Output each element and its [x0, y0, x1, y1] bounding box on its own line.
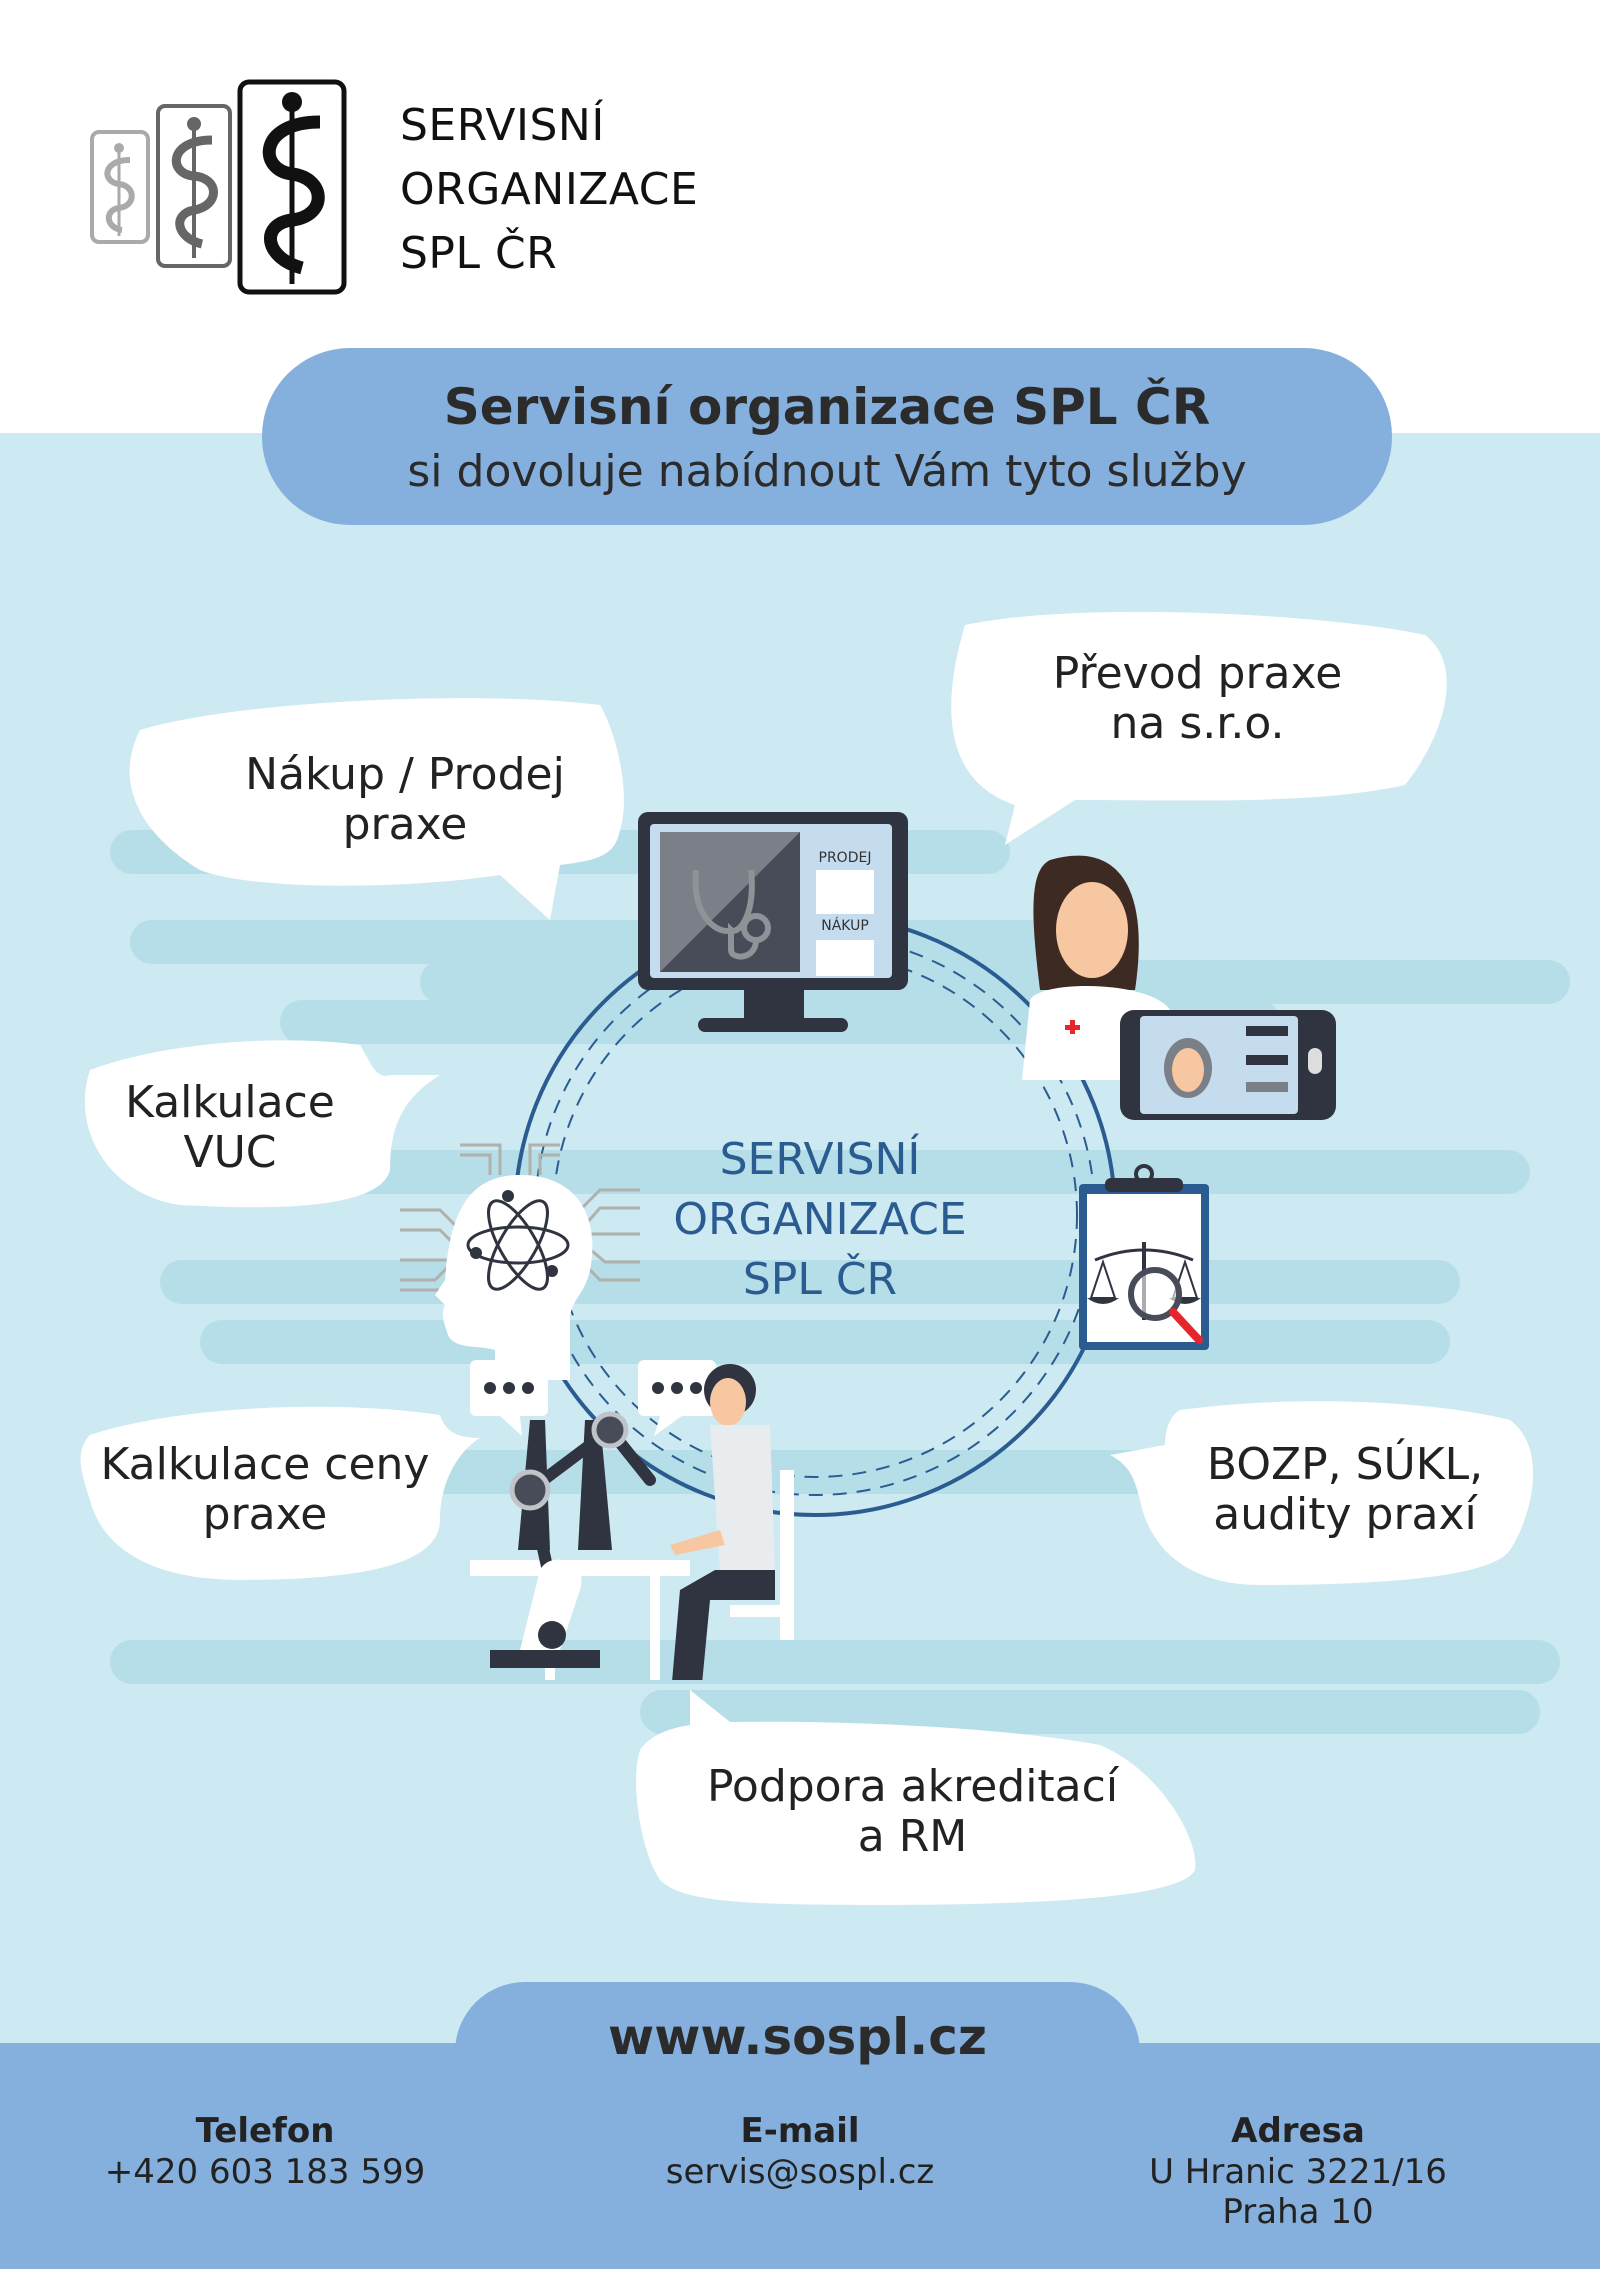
service-bubble[interactable]: Podpora akreditací a RM [620, 1680, 1205, 1910]
phone-icon [1120, 1010, 1336, 1120]
workspace-illustration [470, 1360, 794, 1680]
center-title-line: ORGANIZACE [673, 1194, 967, 1245]
speech-bubble-shape [1110, 1401, 1534, 1585]
service-bubble[interactable]: BOZP, SÚKL, audity praxí [1110, 1390, 1540, 1590]
service-bubble[interactable]: Kalkulace VUC [70, 1030, 450, 1220]
service-bubble[interactable]: Kalkulace ceny praxe [60, 1390, 490, 1585]
service-label-line: Kalkulace [125, 1077, 335, 1128]
phone-label: Telefon [195, 2111, 335, 2151]
footer-phone: Telefon +420 603 183 599 [35, 2110, 495, 2192]
center-title: SERVISNÍ ORGANIZACE SPL ČR [640, 1130, 1000, 1310]
email-label: E-mail [740, 2111, 860, 2151]
speech-bubble-shape [84, 1040, 440, 1208]
robot-arm-illustration [490, 1411, 656, 1668]
service-label-line: Kalkulace ceny [100, 1439, 430, 1490]
logo-line: SPL ČR [400, 228, 558, 279]
service-label-line: VUC [183, 1127, 277, 1178]
speech-bubble-shape [636, 1690, 1196, 1905]
speech-bubble-shape [129, 698, 624, 920]
logo-line: ORGANIZACE [400, 164, 699, 215]
speech-bubble-shape [80, 1406, 480, 1580]
service-label: Kalkulace VUC [70, 1078, 390, 1178]
header-banner: Servisní organizace SPL ČR si dovoluje n… [262, 348, 1392, 525]
service-label: Převod praxe na s.r.o. [935, 649, 1460, 749]
service-label-line: Podpora akreditací [706, 1761, 1119, 1812]
footer-email: E-mail servis@sospl.cz [570, 2110, 1030, 2192]
service-label-line: a RM [857, 1811, 968, 1862]
header-title: Servisní organizace SPL ČR [443, 378, 1211, 436]
doctor-phone-illustration [1022, 855, 1336, 1120]
service-label-line: Nákup / Prodej [245, 749, 565, 800]
clipboard-audit-illustration [1079, 1164, 1209, 1350]
address-line: U Hranic 3221/16 [1149, 2152, 1447, 2192]
service-bubble[interactable]: Nákup / Prodej praxe [100, 690, 630, 930]
chat-bubble-icon [470, 1360, 548, 1436]
logo-text: SERVISNÍ ORGANIZACE SPL ČR [400, 94, 698, 286]
header-subtitle: si dovoluje nabídnout Vám tyto služby [407, 446, 1247, 497]
center-title-line: SPL ČR [742, 1254, 898, 1305]
service-bubble[interactable]: Převod praxe na s.r.o. [935, 605, 1460, 845]
phone-value[interactable]: +420 603 183 599 [104, 2152, 426, 2192]
service-label-line: na s.r.o. [1110, 698, 1285, 749]
logo-line: SERVISNÍ [400, 100, 605, 151]
service-label-line: BOZP, SÚKL, [1206, 1439, 1484, 1490]
footer-address: Adresa U Hranic 3221/16 Praha 10 [1068, 2110, 1528, 2232]
prodej-label: PRODEJ [818, 850, 872, 866]
service-label-line: praxe [202, 1489, 328, 1540]
speech-bubble-shape [951, 611, 1447, 845]
service-label: BOZP, SÚKL, audity praxí [1150, 1440, 1540, 1540]
footer-url-tab [455, 1982, 1140, 2102]
service-label-line: audity praxí [1213, 1489, 1477, 1540]
monitor-icon [638, 812, 908, 1032]
address-label: Adresa [1231, 2111, 1365, 2151]
caduceus-logo-icon [90, 79, 347, 295]
service-label-line: praxe [342, 799, 468, 850]
ai-brain-illustration [400, 1143, 640, 1380]
email-value[interactable]: servis@sospl.cz [665, 2152, 935, 2192]
service-label-line: Převod praxe [1052, 648, 1343, 699]
website-link[interactable]: www.sospl.cz [608, 2008, 987, 2066]
service-label: Nákup / Prodej praxe [180, 750, 630, 850]
service-label: Kalkulace ceny praxe [60, 1440, 470, 1540]
nakup-label: NÁKUP [821, 918, 869, 934]
service-label: Podpora akreditací a RM [620, 1762, 1205, 1862]
address-line: Praha 10 [1222, 2192, 1374, 2232]
monitor-illustration: PRODEJ NÁKUP [636, 810, 911, 1045]
chat-bubble-icon [638, 1360, 716, 1436]
center-title-line: SERVISNÍ [719, 1134, 921, 1185]
